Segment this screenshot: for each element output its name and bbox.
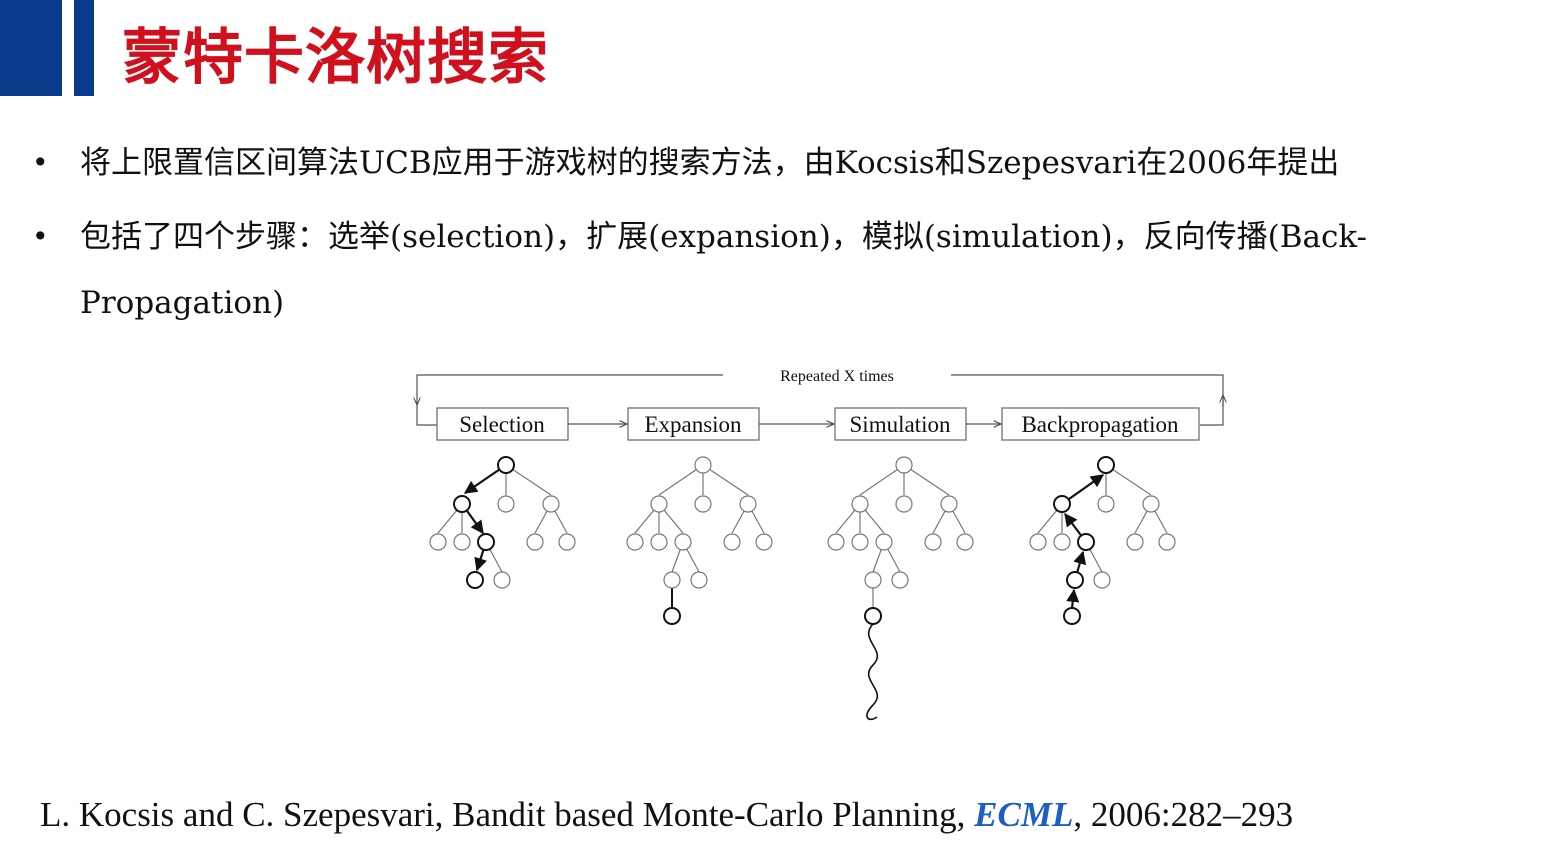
reference-year-pages: , 2006:282–293 xyxy=(1073,795,1294,834)
bullet-item: • 将上限置信区间算法UCB应用于游戏树的搜索方法，由Kocsis和Szepes… xyxy=(32,130,1542,196)
bullet-text: 将上限置信区间算法UCB应用于游戏树的搜索方法，由Kocsis和Szepesva… xyxy=(80,145,1340,181)
tree-selection xyxy=(429,456,576,589)
step-label-simulation: Simulation xyxy=(850,412,951,437)
slide-title: 蒙特卡洛树搜索 xyxy=(122,23,549,93)
bullet-list: • 将上限置信区间算法UCB应用于游戏树的搜索方法，由Kocsis和Szepes… xyxy=(32,130,1542,344)
accent-bar-wide xyxy=(0,0,62,96)
accent-bar-narrow xyxy=(74,0,94,96)
step-label-expansion: Expansion xyxy=(644,412,742,437)
reference-authors-title: L. Kocsis and C. Szepesvari, Bandit base… xyxy=(40,795,975,834)
bullet-text: 包括了四个步骤：选举(selection)，扩展(expansion)，模拟(s… xyxy=(80,219,1368,321)
loop-line-left xyxy=(417,374,723,405)
tree-backpropagation xyxy=(1029,456,1176,625)
tree-expansion xyxy=(626,456,773,625)
bullet-item: • 包括了四个步骤：选举(selection)，扩展(expansion)，模拟… xyxy=(32,204,1542,336)
loop-line-entry xyxy=(416,405,437,426)
step-box-backpropagation xyxy=(1001,407,1200,441)
reference-citation: L. Kocsis and C. Szepesvari, Bandit base… xyxy=(40,790,1293,840)
bullet-icon: • xyxy=(32,146,49,179)
reference-venue: ECML xyxy=(974,795,1074,834)
step-label-selection: Selection xyxy=(459,412,545,437)
mcts-diagram: Repeated X times Selection Expansion Sim… xyxy=(405,368,1235,721)
loop-label: Repeated X times xyxy=(780,368,894,385)
step-box-simulation xyxy=(834,407,967,441)
tree-simulation xyxy=(827,456,974,721)
step-box-expansion xyxy=(627,407,760,441)
bullet-icon: • xyxy=(32,220,49,253)
step-label-backpropagation: Backpropagation xyxy=(1021,412,1179,437)
